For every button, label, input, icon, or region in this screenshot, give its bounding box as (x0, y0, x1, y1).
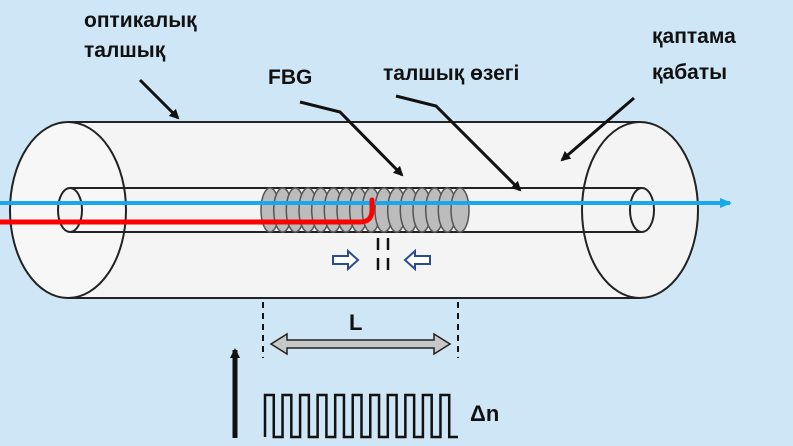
label-cladding-line2: қабаты (652, 61, 727, 84)
pointer-fbg (299, 100, 404, 177)
label-grating-length: L (349, 310, 362, 335)
label-fiber-core: талшық өзегі (383, 62, 519, 85)
label-optical-fiber-line2: талшық (84, 39, 166, 62)
index-modulation-wave (263, 393, 458, 439)
length-double-arrow (269, 332, 452, 356)
label-fbg: FBG (268, 66, 312, 89)
left-arrow-icon (403, 248, 431, 272)
label-cladding-line1: қаптама (652, 25, 736, 48)
grating-ring (450, 187, 470, 233)
label-optical-fiber-line1: оптикалық (84, 9, 197, 32)
pointer-optical-fiber (138, 78, 180, 120)
grating-rings (260, 187, 470, 233)
fiber-right-face (581, 121, 641, 299)
pointer-cladding (560, 96, 635, 162)
pointer-fiber-core (395, 94, 522, 192)
right-arrow-icon (332, 248, 360, 272)
core-left-end (57, 187, 83, 233)
label-index-modulation: Δn (470, 401, 499, 426)
core-right-end (629, 187, 655, 233)
reflected-light-ray (0, 197, 375, 225)
